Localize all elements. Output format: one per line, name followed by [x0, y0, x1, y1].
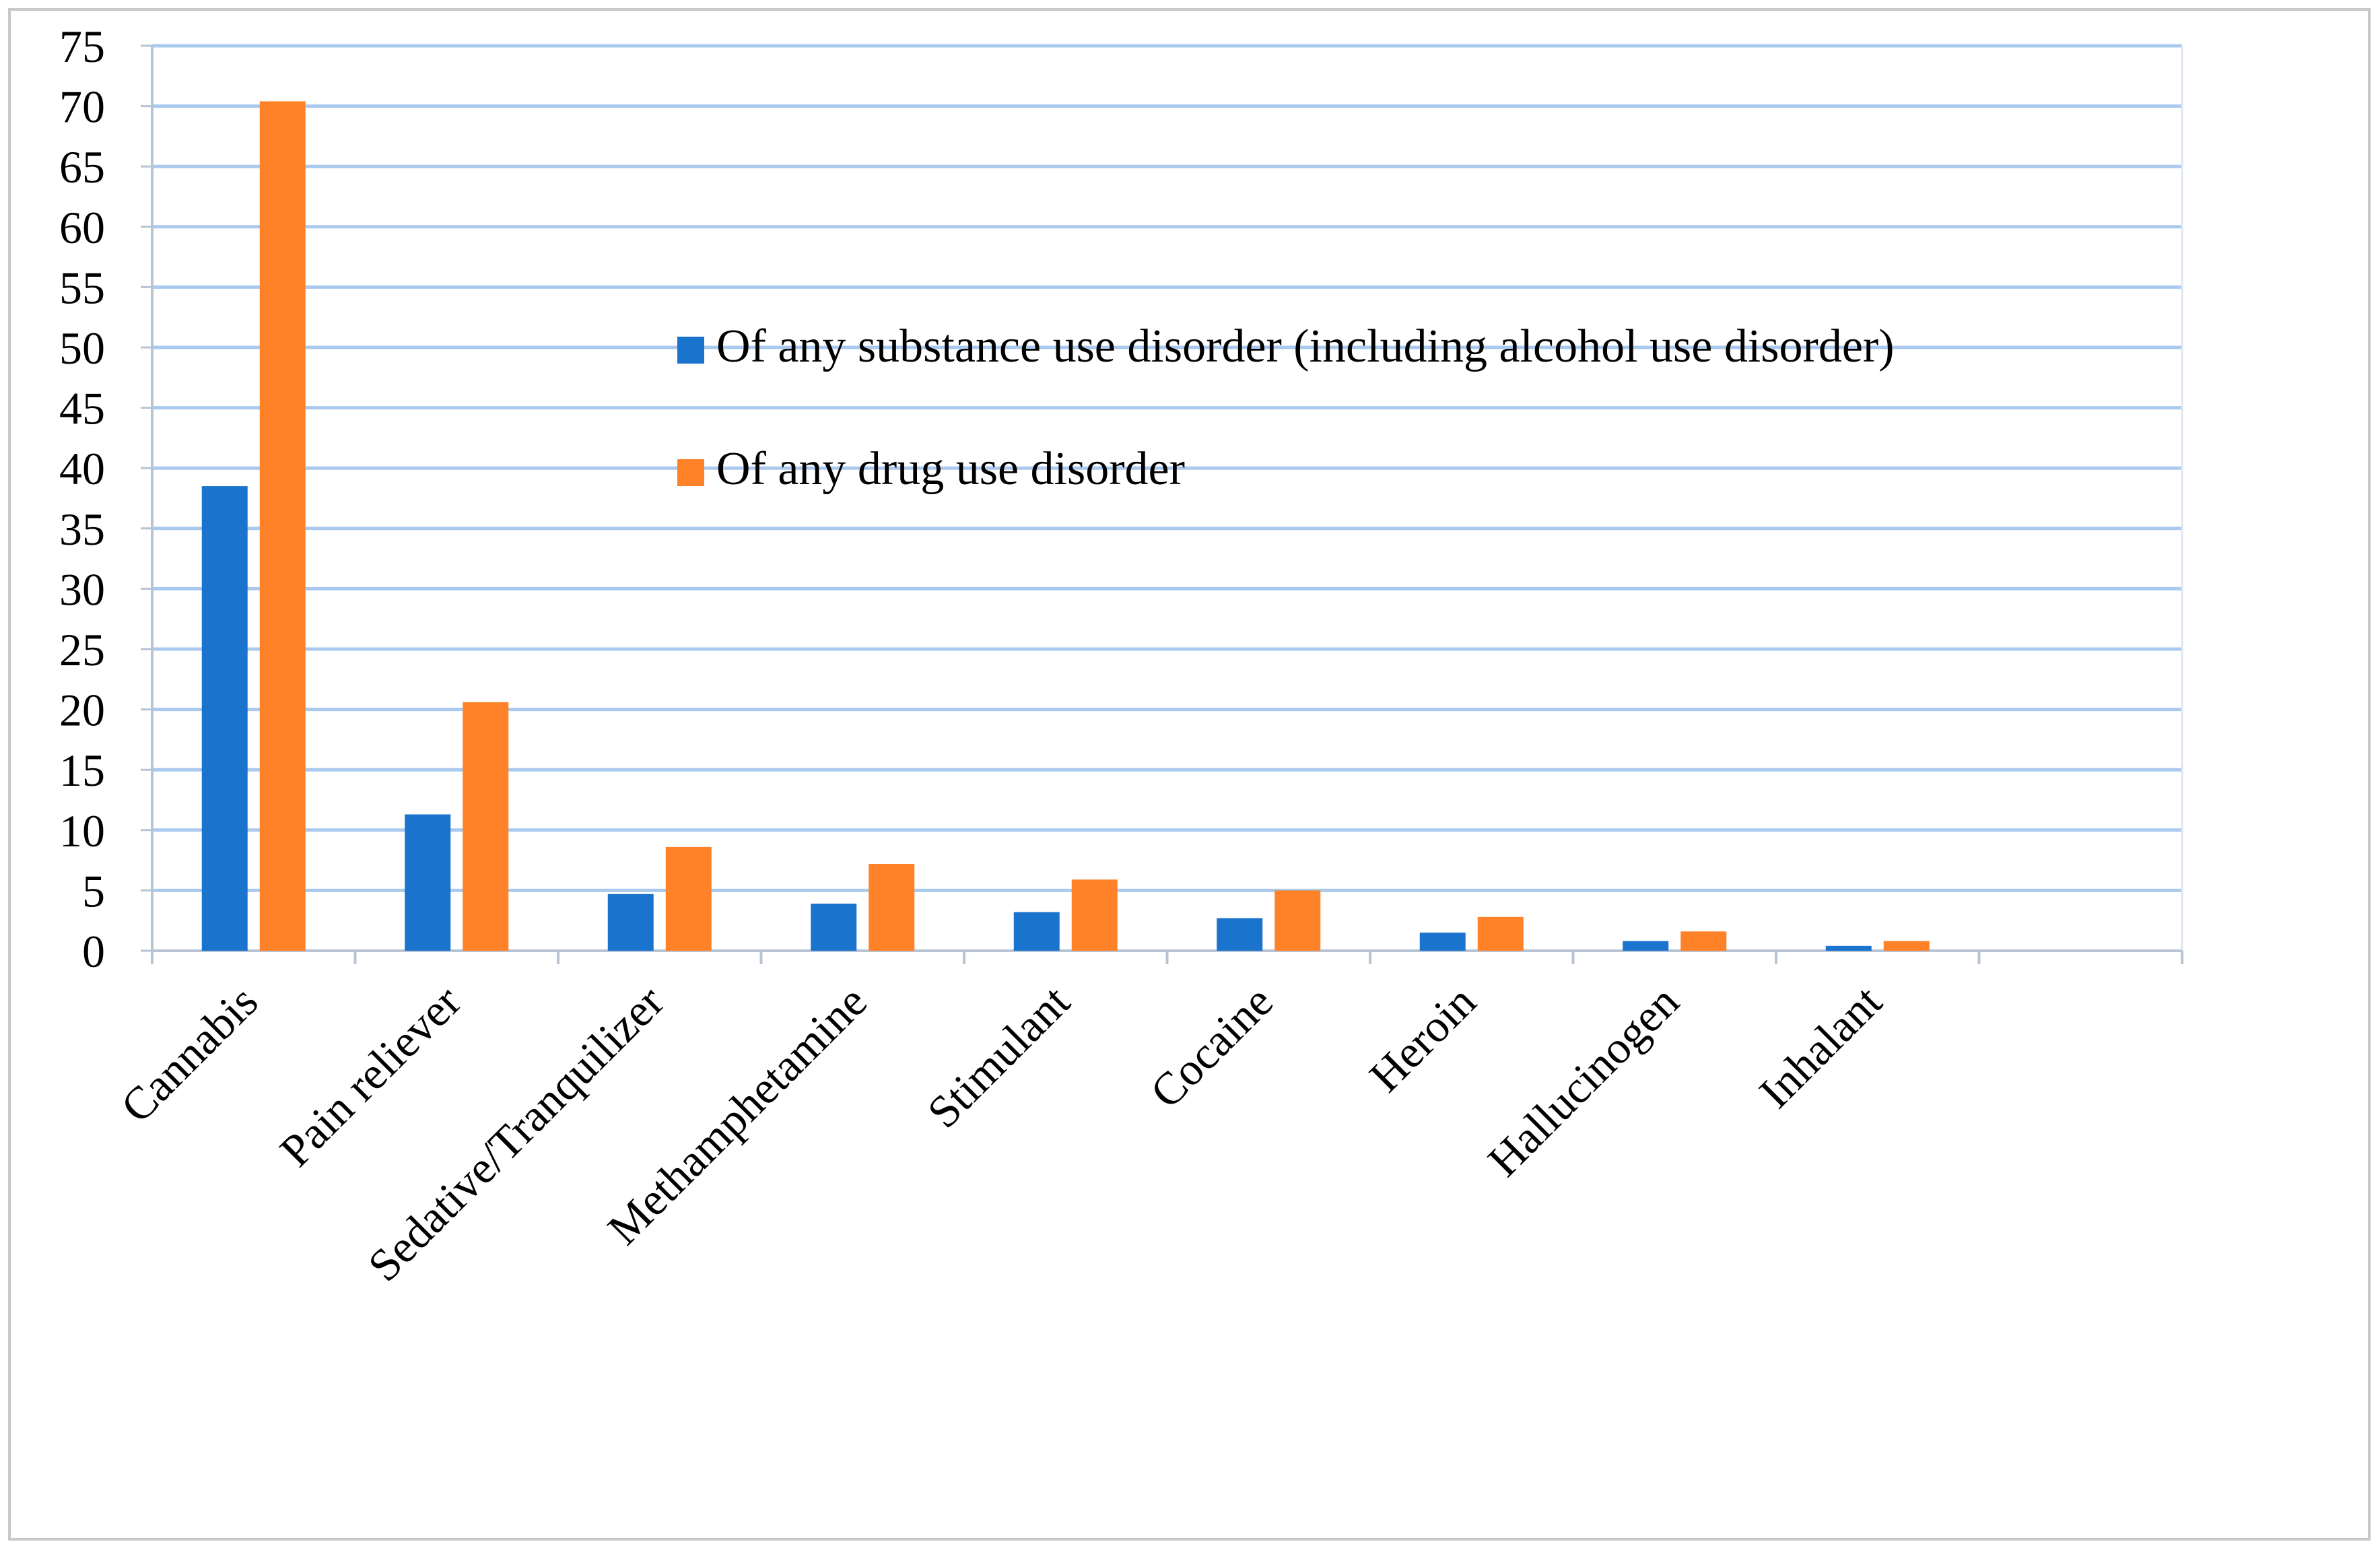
y-tick-label: 10 [59, 805, 105, 856]
bar-drug-use-disorder [1477, 916, 1524, 951]
y-tick-label: 30 [59, 564, 105, 615]
y-tick-label: 0 [82, 926, 105, 977]
x-category-label: Inhalant [1749, 976, 1891, 1118]
gridlines [152, 44, 2182, 892]
y-tick-labels: 0 5 10 15 20 25 30 35 40 45 50 55 60 65 70 75 [59, 21, 105, 977]
y-tick-label: 15 [59, 745, 105, 796]
bar-substance-use-disorder [607, 894, 654, 951]
bar-substance-use-disorder [1623, 941, 1669, 951]
bar-drug-use-disorder [869, 863, 915, 951]
bar-drug-use-disorder [1071, 879, 1118, 951]
x-category-label: Heroin [1359, 976, 1485, 1102]
y-tick-label: 50 [59, 323, 105, 374]
bar-drug-use-disorder [259, 101, 306, 951]
bar-drug-use-disorder [665, 846, 712, 951]
bar-substance-use-disorder [1825, 945, 1872, 951]
y-tick-label: 40 [59, 443, 105, 494]
y-tick-label: 5 [82, 865, 105, 916]
legend-swatch [677, 459, 704, 486]
y-tick-label: 20 [59, 685, 105, 736]
x-category-label: Cannabis [111, 976, 268, 1133]
bar-substance-use-disorder [1217, 918, 1263, 951]
legend-label: Of any drug use disorder [716, 443, 1185, 495]
y-tick-label: 55 [59, 262, 105, 313]
bar-substance-use-disorder [1419, 933, 1466, 951]
y-tick-label: 45 [59, 383, 105, 434]
bar-substance-use-disorder [1013, 912, 1060, 951]
y-tick-label: 60 [59, 202, 105, 253]
bar-drug-use-disorder [1680, 931, 1727, 951]
x-category-label: Hallucinogen [1478, 976, 1689, 1186]
x-category-label: Pain reliever [270, 976, 471, 1176]
x-category-label: Stimulant [918, 976, 1080, 1138]
legend-label: Of any substance use disorder (including… [716, 321, 1895, 372]
y-tick-label: 75 [59, 21, 105, 72]
y-tick-label: 65 [59, 141, 105, 193]
chart-frame [8, 8, 2371, 1541]
x-category-label: Cocaine [1141, 976, 1283, 1118]
bar-drug-use-disorder [463, 702, 509, 951]
legend-swatch [677, 337, 704, 364]
bar-substance-use-disorder [405, 814, 451, 951]
y-tick-label: 35 [59, 504, 105, 555]
bar-substance-use-disorder [811, 904, 857, 951]
legend: Of any substance use disorder (including… [677, 321, 1895, 495]
y-tick-label: 70 [59, 81, 105, 133]
bars [201, 101, 1930, 951]
y-tick-label: 25 [59, 624, 105, 675]
bar-drug-use-disorder [1274, 890, 1321, 951]
bar-substance-use-disorder [201, 486, 248, 951]
bar-drug-use-disorder [1883, 941, 1930, 951]
